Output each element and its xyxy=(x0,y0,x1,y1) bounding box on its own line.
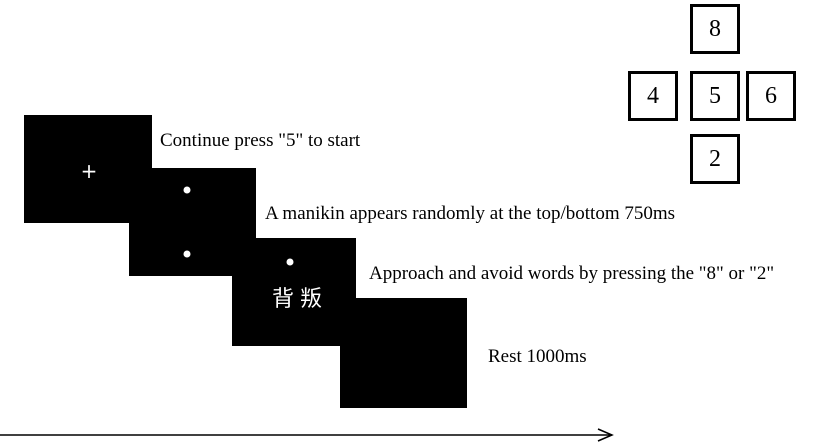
arrow-head xyxy=(597,428,614,442)
step-caption-manikin: A manikin appears randomly at the top/bo… xyxy=(265,203,676,224)
screen-word xyxy=(232,238,356,346)
key-8: 8 xyxy=(690,4,740,54)
key-6: 6 xyxy=(746,71,796,121)
screen-rest xyxy=(340,298,467,408)
step-caption-start: Continue press "5" to start xyxy=(160,130,361,151)
stimulus-word: 背叛 xyxy=(271,287,329,312)
key-4: 4 xyxy=(628,71,678,121)
step-caption-word: Approach and avoid words by pressing the… xyxy=(369,263,775,284)
manikin-dot-top xyxy=(183,186,191,194)
timeline-arrow xyxy=(0,428,614,442)
manikin-dot-bottom xyxy=(183,250,191,258)
key-2: 2 xyxy=(690,134,740,184)
manikin-dot xyxy=(286,258,294,266)
step-caption-rest: Rest 1000ms xyxy=(488,346,587,367)
key-5: 5 xyxy=(690,71,740,121)
fixation-cross: + xyxy=(80,159,98,183)
